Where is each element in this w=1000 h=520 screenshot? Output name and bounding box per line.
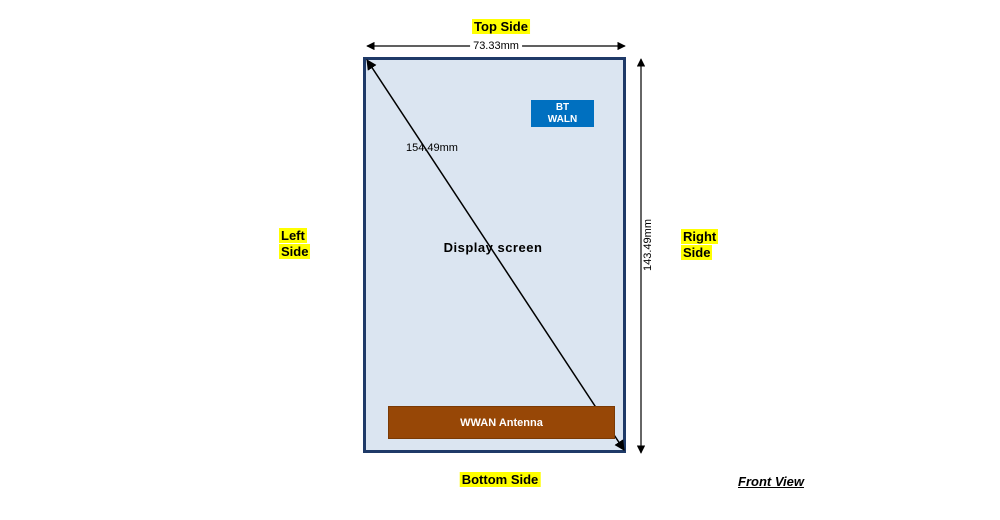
height-dimension-label: 143.49mm — [642, 219, 654, 271]
wwan-antenna-label: WWAN Antenna — [460, 416, 543, 429]
wwan-antenna-bar: WWAN Antenna — [388, 406, 615, 439]
bt-badge-line1: BT — [555, 101, 570, 113]
display-screen-label: Display screen — [443, 240, 543, 255]
diagonal-dimension-label: 154.49mm — [406, 142, 458, 154]
right-side-label: Right Side — [681, 229, 719, 260]
bt-wlan-antenna-badge: BT WALN — [531, 100, 594, 127]
bt-badge-line2: WALN — [547, 113, 578, 125]
left-side-label: Left Side — [279, 228, 311, 259]
width-dimension-label: 73.33mm — [470, 40, 522, 52]
front-view-caption: Front View — [738, 474, 804, 489]
top-side-label: Top Side — [472, 19, 530, 34]
bottom-side-label: Bottom Side — [459, 472, 541, 487]
